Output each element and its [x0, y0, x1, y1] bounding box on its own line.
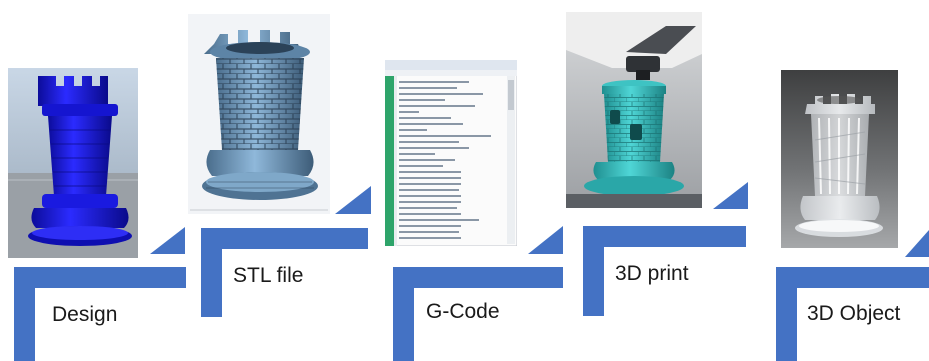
stl-bracket-vertical	[201, 228, 222, 317]
stl-corner-triangle	[335, 186, 371, 214]
gcode-corner-triangle	[528, 226, 563, 254]
gcode-bracket-vertical	[393, 267, 414, 361]
design-bracket-horizontal	[14, 267, 186, 288]
rook-3d-printing-image	[566, 12, 702, 208]
print-bracket-vertical	[583, 226, 604, 316]
object-corner-triangle	[905, 230, 929, 257]
gcode-bracket-horizontal	[393, 267, 563, 288]
rook-printed-object-image	[781, 70, 898, 248]
step-label-stl: STL file	[233, 264, 304, 287]
step-label-gcode: G-Code	[426, 300, 500, 323]
rook-stl-mesh-image	[188, 14, 330, 214]
gcode-editor-image	[385, 60, 517, 246]
design-bracket-vertical	[14, 267, 35, 361]
step-label-design: Design	[52, 303, 118, 326]
object-bracket-vertical	[776, 267, 797, 361]
step-label-object: 3D Object	[807, 302, 901, 325]
design-corner-triangle	[150, 227, 185, 254]
step-label-print: 3D print	[615, 262, 689, 285]
object-bracket-horizontal	[776, 267, 929, 288]
print-bracket-horizontal	[583, 226, 746, 247]
print-corner-triangle	[713, 182, 748, 209]
stl-bracket-horizontal	[201, 228, 368, 249]
rook-design-image	[8, 68, 138, 258]
